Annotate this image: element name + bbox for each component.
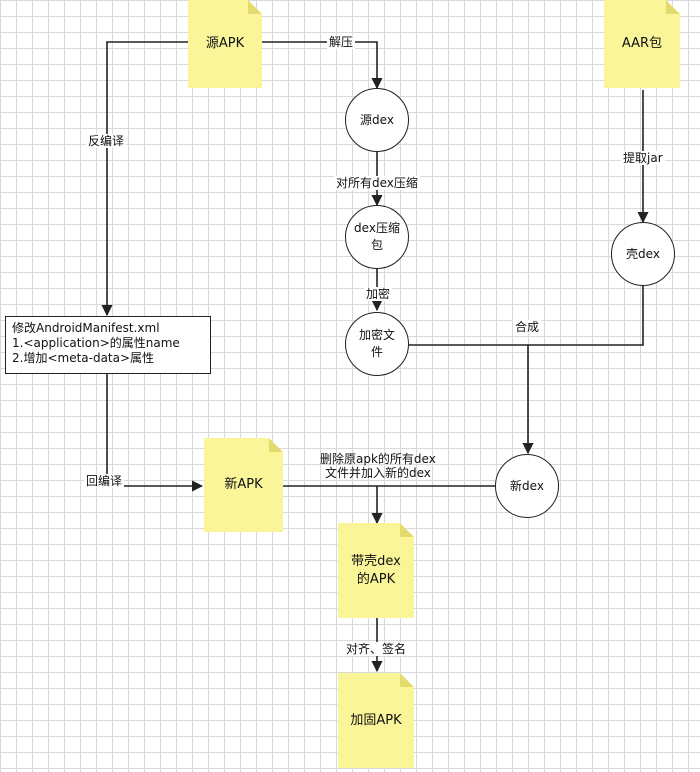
new-dex-node: 新dex xyxy=(495,454,559,518)
label-extract-jar: 提取jar xyxy=(621,151,665,165)
shell-dex-label: 壳dex xyxy=(626,246,660,261)
aar-package-note: AAR包 xyxy=(604,0,680,88)
shell-dex-node: 壳dex xyxy=(611,222,675,286)
manifest-edit-box: 修改AndroidManifest.xml 1.<application>的属性… xyxy=(5,316,211,374)
source-dex-label: 源dex xyxy=(360,112,394,127)
edge-shell-dex-merge xyxy=(409,286,644,346)
encrypted-file-label: 加密文 件 xyxy=(358,328,395,359)
aar-package-label: AAR包 xyxy=(621,36,663,51)
new-apk-note: 新APK xyxy=(204,438,283,532)
label-recompile: 回编译 xyxy=(84,474,125,488)
hardened-apk-note: 加固APK xyxy=(338,673,414,768)
new-apk-label: 新APK xyxy=(224,477,263,492)
edge-decompile xyxy=(101,41,188,317)
shelled-apk-label: 带壳dex 的APK xyxy=(351,553,401,587)
edge-unzip xyxy=(262,41,383,90)
source-dex-node: 源dex xyxy=(345,88,409,152)
label-compress-all: 对所有dex压缩 xyxy=(334,176,420,190)
label-merge: 合成 xyxy=(513,320,542,334)
label-align-sign: 对齐、签名 xyxy=(344,642,409,656)
dex-zip-node: dex压缩 包 xyxy=(345,205,409,269)
source-apk-note: 源APK xyxy=(188,0,262,88)
label-replace-dex: 删除原apk的所有dex 文件并加入新的dex xyxy=(320,452,436,480)
edge-recompile xyxy=(106,374,204,492)
shelled-apk-note: 带壳dex 的APK xyxy=(338,523,414,618)
label-decompile: 反编译 xyxy=(86,134,127,148)
source-apk-label: 源APK xyxy=(205,36,245,51)
dex-zip-label: dex压缩 包 xyxy=(354,221,400,252)
label-unzip: 解压 xyxy=(327,35,356,49)
new-dex-label: 新dex xyxy=(510,478,544,493)
manifest-edit-text: 修改AndroidManifest.xml 1.<application>的属性… xyxy=(12,321,180,365)
encrypted-file-node: 加密文 件 xyxy=(345,312,409,376)
hardened-apk-label: 加固APK xyxy=(350,712,402,728)
label-encrypt: 加密 xyxy=(364,287,393,301)
